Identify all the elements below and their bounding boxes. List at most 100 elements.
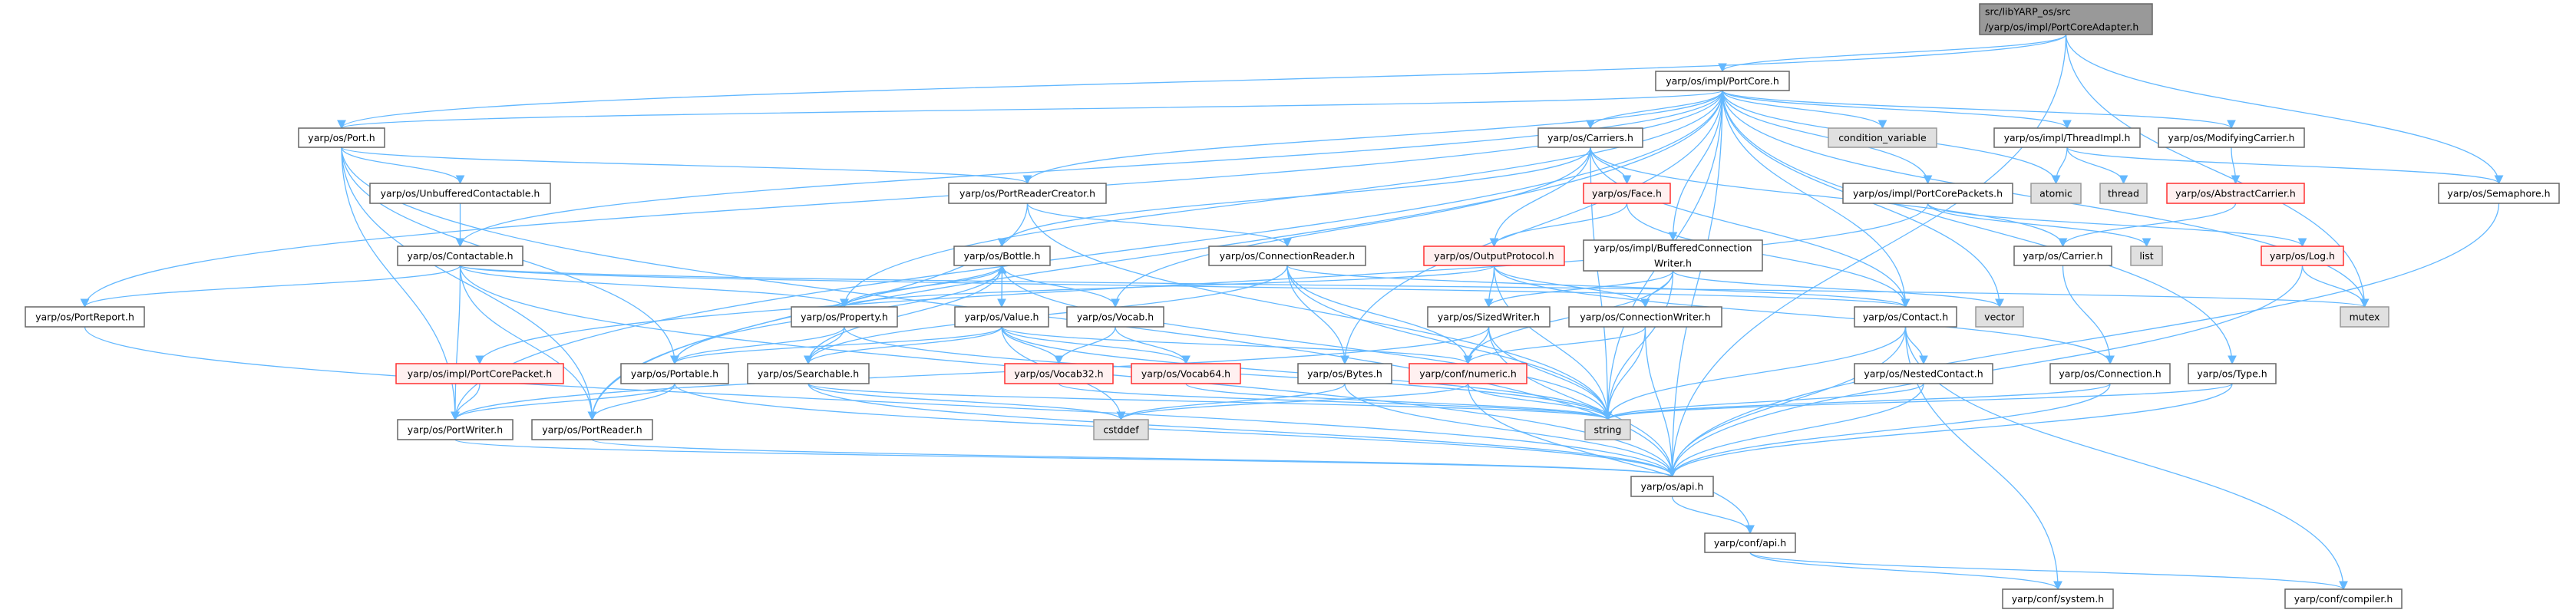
edge-PortCore-to-Bytes: [1340, 90, 1723, 365]
node-AbstractCarrier[interactable]: yarp/os/AbstractCarrier.h: [2166, 183, 2305, 204]
node-confapi[interactable]: yarp/conf/api.h: [1704, 532, 1796, 553]
node-list[interactable]: list: [2130, 246, 2163, 266]
edge-Carriers-to-Contact: [1590, 147, 1911, 308]
node-Bottle[interactable]: yarp/os/Bottle.h: [953, 246, 1051, 266]
edge-PortCorePackets-to-Log: [1927, 203, 2307, 248]
edge-PortCore-to-Contact: [1722, 90, 1911, 308]
node-label: yarp/os/Contact.h: [1863, 311, 1948, 323]
node-mutex[interactable]: mutex: [2340, 306, 2389, 328]
node-OutputProtocol[interactable]: yarp/os/OutputProtocol.h: [1423, 246, 1565, 266]
edge-Carriers-to-Vocab: [1111, 147, 1591, 308]
node-Type[interactable]: yarp/os/Type.h: [2188, 363, 2277, 384]
edge-Carriers-to-Carrier: [1590, 147, 2068, 248]
edge-PortCore-to-osapi: [1667, 90, 1723, 478]
node-vector[interactable]: vector: [1975, 306, 2024, 328]
node-label: yarp/os/api.h: [1641, 481, 1704, 493]
node-label: atomic: [2039, 188, 2072, 199]
node-Unbuffered[interactable]: yarp/os/UnbufferedContactable.h: [369, 183, 551, 204]
node-Vocab32[interactable]: yarp/os/Vocab32.h: [1004, 363, 1114, 384]
node-PortCorePackets[interactable]: yarp/os/impl/PortCorePackets.h: [1842, 183, 2013, 204]
edge-SizedWriter-to-osapi: [1488, 326, 1677, 478]
node-osapi[interactable]: yarp/os/api.h: [1630, 476, 1714, 497]
node-PortReport[interactable]: yarp/os/PortReport.h: [25, 306, 145, 328]
node-Portable[interactable]: yarp/os/Portable.h: [620, 363, 729, 384]
node-PortReader[interactable]: yarp/os/PortReader.h: [531, 419, 653, 440]
node-compiler[interactable]: yarp/conf/compiler.h: [2284, 588, 2403, 609]
node-system[interactable]: yarp/conf/system.h: [2002, 588, 2114, 609]
edge-ConnectionReader-to-string: [1286, 265, 1613, 421]
node-box: [1655, 71, 1790, 91]
node-PortReaderCreator[interactable]: yarp/os/PortReaderCreator.h: [948, 183, 1107, 204]
edge-Port-to-PortReader: [341, 147, 597, 421]
edge-Contactable-to-PortWriter: [451, 265, 461, 421]
node-Carrier[interactable]: yarp/os/Carrier.h: [2013, 246, 2112, 266]
node-PortCorePacket[interactable]: yarp/os/impl/PortCorePacket.h: [395, 363, 564, 384]
node-Property[interactable]: yarp/os/Property.h: [791, 306, 898, 328]
node-Semaphore[interactable]: yarp/os/Semaphore.h: [2438, 183, 2560, 204]
node-SizedWriter[interactable]: yarp/os/SizedWriter.h: [1427, 306, 1551, 328]
edge-BufferedCW-to-vector: [1672, 270, 2004, 308]
node-Searchable[interactable]: yarp/os/Searchable.h: [747, 363, 870, 384]
node-box: [2166, 183, 2305, 204]
node-PortWriter[interactable]: yarp/os/PortWriter.h: [397, 419, 514, 440]
node-box: [25, 306, 145, 328]
node-Face[interactable]: yarp/os/Face.h: [1583, 183, 1671, 204]
node-ConnectionWriter[interactable]: yarp/os/ConnectionWriter.h: [1568, 306, 1722, 328]
edge-Connection-to-osapi: [1667, 383, 2111, 478]
node-numeric[interactable]: yarp/conf/numeric.h: [1409, 363, 1527, 384]
edge-Searchable-to-string: [807, 383, 1612, 421]
node-cstddef[interactable]: cstddef: [1093, 419, 1149, 440]
node-box: [1131, 363, 1241, 384]
node-string[interactable]: string: [1584, 419, 1631, 440]
node-Log[interactable]: yarp/os/Log.h: [2261, 246, 2344, 266]
edge-PortCore-to-PortCorePackets: [1722, 90, 1933, 185]
edge-Bottle-to-Vocab: [1001, 265, 1120, 308]
node-label: yarp/os/PortReaderCreator.h: [959, 188, 1095, 199]
edge-PortCore-to-PortReport: [80, 90, 1723, 308]
node-NestedContact[interactable]: yarp/os/NestedContact.h: [1854, 363, 1993, 384]
node-Connection[interactable]: yarp/os/Connection.h: [2049, 363, 2171, 384]
edge-PortCore-to-Property: [840, 90, 1723, 308]
node-label: yarp/conf/api.h: [1714, 537, 1786, 549]
node-Carriers[interactable]: yarp/os/Carriers.h: [1537, 127, 1643, 148]
node-label: yarp/os/Searchable.h: [758, 368, 859, 380]
node-Vocab64[interactable]: yarp/os/Vocab64.h: [1131, 363, 1241, 384]
edge-Contactable-to-PortReader: [459, 265, 597, 421]
node-atomic[interactable]: atomic: [2030, 183, 2082, 204]
edge-PortCore-to-ModifyingCarrier: [1722, 90, 2236, 130]
node-box: [1583, 183, 1671, 204]
edge-Type-to-osapi: [1667, 383, 2233, 478]
node-Port[interactable]: yarp/os/Port.h: [298, 127, 385, 148]
edge-ConnectionWriter-to-numeric: [1463, 326, 1646, 365]
node-Bytes[interactable]: yarp/os/Bytes.h: [1297, 363, 1392, 384]
node-root[interactable]: src/libYARP_os/src/yarp/os/impl/PortCore…: [1979, 3, 2153, 35]
node-Contactable[interactable]: yarp/os/Contactable.h: [397, 246, 523, 266]
node-label: vector: [1984, 311, 2016, 323]
node-label: yarp/os/Log.h: [2270, 250, 2335, 262]
edge-root-to-osapi: [1667, 34, 2067, 478]
edge-OutputProtocol-to-SizedWriter: [1484, 265, 1495, 308]
node-thread[interactable]: thread: [2099, 183, 2148, 204]
edge-ConnectionReader-to-Contact: [1286, 265, 1911, 308]
node-ConnectionReader[interactable]: yarp/os/ConnectionReader.h: [1208, 246, 1366, 266]
node-label: yarp/os/PortReport.h: [35, 311, 134, 323]
node-box: [395, 363, 564, 384]
edge-Carriers-to-OutputProtocol: [1489, 147, 1591, 248]
node-Value[interactable]: yarp/os/Value.h: [954, 306, 1049, 328]
node-box: [953, 246, 1051, 266]
node-PortCore[interactable]: yarp/os/impl/PortCore.h: [1655, 71, 1790, 91]
node-box: [2261, 246, 2344, 266]
edge-BufferedCW-to-SizedWriter: [1484, 270, 1674, 308]
node-condvar[interactable]: condition_variable: [1828, 127, 1937, 148]
edge-confapi-to-compiler: [1749, 552, 2348, 591]
node-Contact[interactable]: yarp/os/Contact.h: [1854, 306, 1957, 328]
node-ModifyingCarrier[interactable]: yarp/os/ModifyingCarrier.h: [2158, 127, 2305, 148]
edge-ThreadImpl-to-thread: [2066, 147, 2129, 185]
node-label: yarp/os/NestedContact.h: [1864, 368, 1983, 380]
node-Vocab[interactable]: yarp/os/Vocab.h: [1066, 306, 1164, 328]
node-label: yarp/os/Connection.h: [2059, 368, 2161, 380]
node-ThreadImpl[interactable]: yarp/os/impl/ThreadImpl.h: [1993, 127, 2141, 148]
node-box: [1568, 306, 1722, 328]
edge-SizedWriter-to-numeric: [1463, 326, 1490, 365]
